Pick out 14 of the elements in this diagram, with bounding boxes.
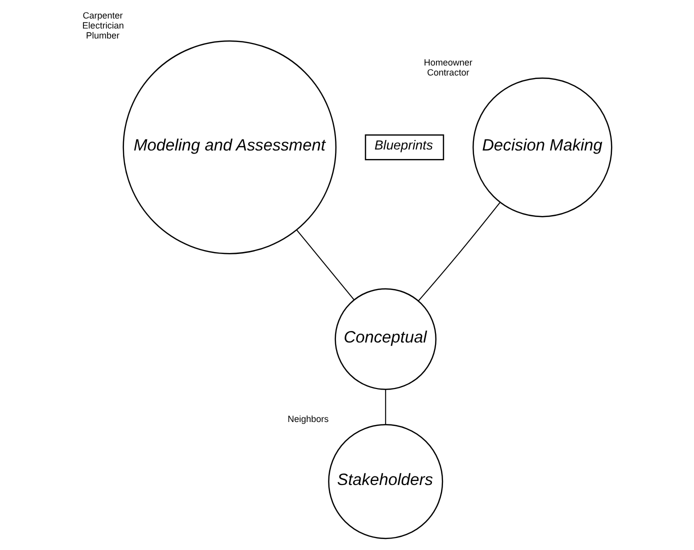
node-label: Neighbors [288,414,329,424]
node-label: Plumber [86,30,120,40]
connector [296,229,355,300]
connector [418,202,501,302]
node-label: Contractor [427,67,470,78]
node-label: Homeowner [424,58,472,68]
node-circle: Conceptual [334,288,436,390]
node-circle: Decision Making [472,77,612,218]
node-label: Carpenter [82,10,123,21]
node-circle: Stakeholders [328,424,444,540]
node-circle: Modeling and Assessment [122,40,337,254]
node-box: Blueprints [364,134,444,160]
node-label: Electrician [82,20,124,31]
connector [385,389,386,426]
